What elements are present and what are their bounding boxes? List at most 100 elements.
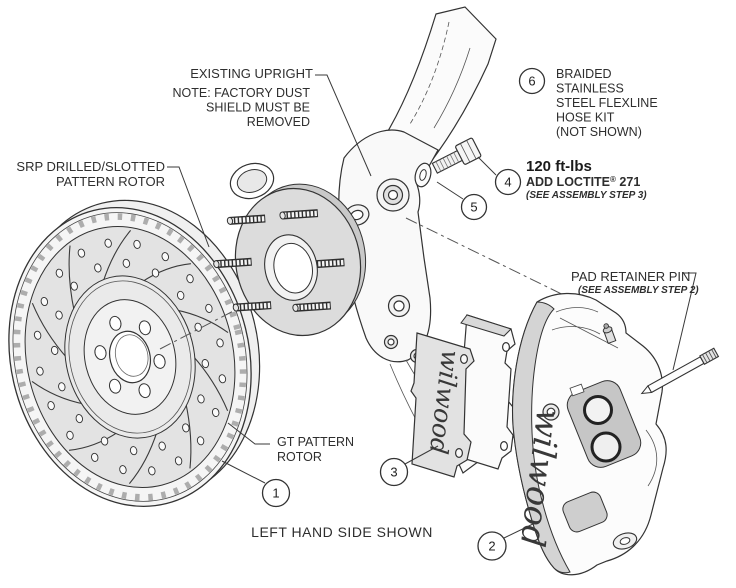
leader-existing-upright <box>315 74 372 177</box>
rotor-slot <box>128 430 158 484</box>
rotor-drill-holes <box>33 238 227 476</box>
leader-srp-rotor <box>167 166 210 248</box>
lug-hole <box>109 315 122 331</box>
wheel-stud-threads <box>236 302 271 310</box>
label-upright-note-2: SHIELD MUST BE <box>206 101 310 115</box>
pin-thread-ticks <box>702 349 717 364</box>
drill-hole <box>36 366 44 376</box>
label-gt-rotor-1: GT PATTERN <box>277 435 354 449</box>
hub <box>213 183 367 337</box>
rotor-slot <box>185 401 192 469</box>
callout-3: 3 <box>379 457 409 487</box>
callout-2-circle <box>477 531 507 561</box>
washer <box>414 162 432 188</box>
rotor-slot <box>192 355 229 412</box>
bolt-head <box>455 137 482 165</box>
bridge-bolt-center <box>546 407 556 417</box>
inner-pad-ear-hole-bottom <box>455 448 464 459</box>
piston-seal-top <box>583 395 613 425</box>
wheel-stud-threads <box>230 216 265 224</box>
label-loctite: ADD LOCTITE® 271 <box>526 175 640 189</box>
leader-callout-1 <box>221 460 266 484</box>
label-hose-kit-4: HOSE KIT <box>556 111 615 125</box>
bolt-head-facets <box>459 140 477 163</box>
callout-4-circle <box>494 168 522 196</box>
drill-hole <box>176 290 185 300</box>
callout-1-circle <box>261 478 291 508</box>
pin-tip <box>640 385 653 395</box>
label-hose-kit-5: (NOT SHOWN) <box>556 125 642 139</box>
drill-hole <box>75 414 84 424</box>
label-loctite-text: ADD LOCTITE <box>526 175 610 189</box>
lug-hole <box>94 345 107 360</box>
rotor <box>8 199 261 507</box>
callouts: 1 2 3 4 5 6 <box>261 67 546 561</box>
drill-hole <box>47 401 55 411</box>
drill-hole <box>40 297 49 307</box>
washer-hole <box>419 169 427 181</box>
drill-hole <box>205 303 213 313</box>
rotor-center-bore <box>109 330 151 384</box>
leader-gt-rotor <box>227 422 270 445</box>
rotor-vane-scallops <box>13 213 247 501</box>
drill-hole <box>182 423 190 433</box>
drill-hole <box>94 263 102 273</box>
lug-hole <box>153 354 166 369</box>
pad-clip-tab <box>569 383 585 397</box>
leader-callout-2 <box>503 522 536 539</box>
drill-hole <box>133 239 141 249</box>
label-existing-upright: EXISTING UPRIGHT <box>190 66 313 81</box>
callout-4: 4 <box>494 168 522 196</box>
drill-hole <box>211 407 220 417</box>
rotor-slots <box>31 230 229 484</box>
label-assembly-step-2: (SEE ASSEMBLY STEP 2) <box>578 285 699 296</box>
upright-arm-detail2 <box>433 47 471 129</box>
wheel-stud-threads <box>217 259 251 267</box>
drill-hole <box>158 441 166 451</box>
ball-joint <box>229 162 275 200</box>
upright-arm-detail <box>409 21 450 125</box>
label-hose-kit-1: BRAIDED <box>556 67 612 81</box>
rotor-vane-ring-outer <box>12 212 248 502</box>
drill-hole <box>77 248 86 258</box>
drill-hole <box>33 330 42 340</box>
pad-retainer-pin <box>640 347 720 395</box>
callout-6: 6 <box>518 67 546 95</box>
callout-1: 1 <box>261 478 291 508</box>
rotor-center-bore-inner <box>114 334 149 377</box>
drill-hole <box>55 268 64 278</box>
outer-pad-top-face <box>460 314 512 337</box>
callout-3-circle <box>379 457 409 487</box>
label-assembly-step-3: (SEE ASSEMBLY STEP 3) <box>526 190 647 201</box>
label-loctite-reg: ® <box>610 175 616 184</box>
drill-hole <box>66 430 74 440</box>
callout-6-number: 6 <box>528 74 535 89</box>
lower-bolt-1-center <box>387 338 395 346</box>
wheel-stud-threads <box>283 210 318 218</box>
wheel-stud-tip <box>279 211 286 220</box>
inner-pad <box>410 332 475 478</box>
label-upright-note-3: REMOVED <box>247 115 310 129</box>
caliper-mount-bore <box>387 189 399 201</box>
rotor-slot <box>68 245 75 313</box>
drill-hole <box>174 456 183 466</box>
caliper-lower-window <box>562 491 608 533</box>
label-hose-kit-3: STEEL FLEXLINE <box>556 96 658 110</box>
wheel-stud-tip <box>226 216 234 225</box>
caliper: wilwood <box>512 292 667 576</box>
drill-hole <box>161 252 169 262</box>
callout-3-number: 3 <box>390 465 397 480</box>
callout-2: 2 <box>477 531 507 561</box>
hub-bore <box>273 242 313 294</box>
callout-1-number: 1 <box>272 486 279 501</box>
drill-hole <box>50 345 59 355</box>
existing-upright <box>338 6 497 447</box>
drill-hole <box>58 382 66 392</box>
leader-pad-pin <box>672 272 697 371</box>
label-hose-kit-2: STAINLESS <box>556 82 624 96</box>
footer-caption: LEFT HAND SIDE SHOWN <box>251 524 433 540</box>
callout-5-circle <box>460 193 488 221</box>
drill-hole <box>186 274 194 284</box>
caliper-bridge-band <box>512 301 571 574</box>
